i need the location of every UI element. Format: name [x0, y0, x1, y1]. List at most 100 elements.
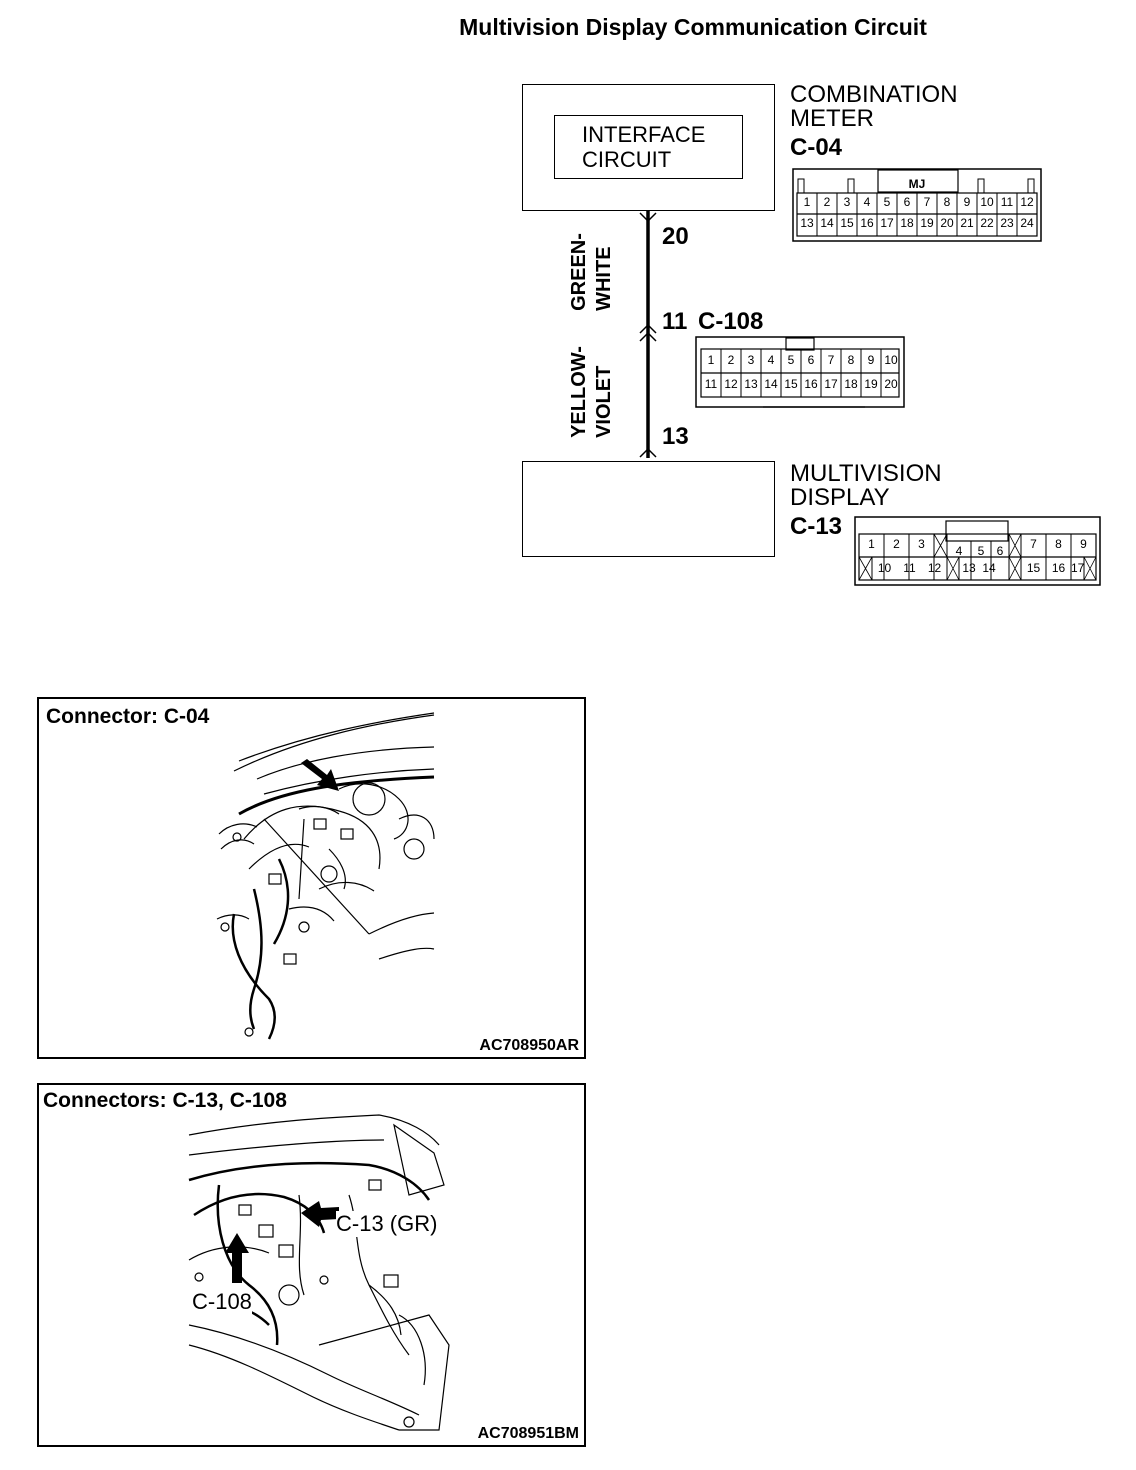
- pin-label: 9: [867, 353, 875, 367]
- wire1-color-line2: WHITE: [593, 246, 615, 311]
- pin-label: 10: [877, 561, 892, 575]
- junction-terminal-mark-lower: [639, 331, 657, 342]
- pin-label: 16: [860, 216, 874, 230]
- pin-label: 17: [880, 216, 894, 230]
- wire2-color-line1: YELLOW-: [568, 346, 590, 438]
- pin-label: 8: [847, 353, 855, 367]
- pin-label: 5: [977, 544, 985, 558]
- wire2-color-line2: VIOLET: [593, 365, 615, 438]
- combination-meter-name-1: COMBINATION: [790, 81, 958, 108]
- c13-connector-outline: [854, 516, 1101, 586]
- pin-label: 10: [980, 195, 994, 209]
- pin-label: 12: [724, 377, 738, 391]
- instrument-panel-illustration: [216, 712, 435, 1040]
- pin-label: 13: [744, 377, 758, 391]
- pin-label: 6: [807, 353, 815, 367]
- pin-label: 12: [927, 561, 942, 575]
- pin-label: 21: [960, 216, 974, 230]
- pin-13-label: 13: [662, 423, 689, 450]
- pin-label: 8: [943, 195, 951, 209]
- wire-color-yellow-violet: YELLOW- VIOLET: [556, 346, 656, 440]
- pin-label: 14: [764, 377, 778, 391]
- pin-label: 17: [1071, 561, 1085, 575]
- multivision-display-box: [522, 461, 775, 557]
- panel2-title: Connectors: C-13, C-108: [43, 1089, 291, 1113]
- pin20-terminal-mark: [639, 212, 657, 223]
- pin-label: 20: [940, 216, 954, 230]
- pin-label: 5: [883, 195, 891, 209]
- pin-label: 12: [1020, 195, 1034, 209]
- pin-label: 15: [1026, 561, 1041, 575]
- pin-label: 10: [884, 353, 898, 367]
- panel1-code: AC708950AR: [479, 1037, 579, 1054]
- pin-label: 9: [963, 195, 971, 209]
- pin-label: 2: [727, 353, 735, 367]
- pin-label: 18: [900, 216, 914, 230]
- pin-11-label: 11: [662, 308, 688, 335]
- pin-label: 15: [784, 377, 798, 391]
- c04-connector-tag: MJ: [908, 177, 926, 191]
- pin-label: 7: [923, 195, 931, 209]
- pin-label: 24: [1020, 216, 1034, 230]
- pin-label: 4: [863, 195, 871, 209]
- pin-label: 15: [840, 216, 854, 230]
- pin-label: 1: [803, 195, 811, 209]
- multivision-display-name-1: MULTIVISION: [790, 460, 942, 487]
- center-console-illustration: [188, 1114, 450, 1431]
- pin-label: 22: [980, 216, 994, 230]
- callout-c108: C-108: [192, 1289, 252, 1315]
- connectors-c13-c108-location-panel: Connectors: C-13, C-108 C-13 (GR) C-108 …: [37, 1083, 586, 1447]
- pin-label: 18: [844, 377, 858, 391]
- pin-label: 13: [800, 216, 814, 230]
- c04-connector-outline: [792, 168, 1042, 242]
- panel2-code: AC708951BM: [477, 1425, 579, 1442]
- pin-label: 4: [767, 353, 775, 367]
- pin-label: 17: [824, 377, 838, 391]
- pin-label: 23: [1000, 216, 1014, 230]
- pin-label: 2: [893, 537, 900, 551]
- wire1-color-line1: GREEN-: [568, 233, 590, 311]
- c13-blank-cavity-marks: [858, 533, 1097, 581]
- pin-label: 2: [823, 195, 831, 209]
- pin-label: 14: [982, 561, 996, 575]
- pin-label: 14: [820, 216, 834, 230]
- multivision-display-connector-id: C-13: [790, 513, 843, 540]
- c108-location-arrow: [225, 1233, 249, 1283]
- pin-label: 13: [962, 561, 976, 575]
- interface-circuit-label-2: CIRCUIT: [582, 147, 672, 172]
- pin-label: 19: [920, 216, 934, 230]
- pin-label: 7: [827, 353, 835, 367]
- pin-label: 7: [1030, 537, 1037, 551]
- c04-location-arrow: [301, 759, 339, 791]
- pin-20-label: 20: [662, 223, 689, 250]
- pin-label: 1: [868, 537, 875, 551]
- combination-meter-connector-id: C-04: [790, 134, 843, 161]
- pin-label: 20: [884, 377, 898, 391]
- pin-label: 19: [864, 377, 878, 391]
- connector-c04-location-panel: Connector: C-04: [37, 697, 586, 1059]
- pin-label: 6: [996, 544, 1004, 558]
- pin-label: 1: [707, 353, 715, 367]
- pin-label: 5: [787, 353, 795, 367]
- pin-label: 9: [1080, 537, 1087, 551]
- page-title: Multivision Display Communication Circui…: [459, 14, 927, 40]
- interface-circuit-label-1: INTERFACE: [582, 122, 706, 147]
- pin13-terminal-mark: [639, 447, 657, 458]
- pin-label: 16: [804, 377, 818, 391]
- pin-label: 11: [903, 561, 916, 575]
- c13-location-arrow: [301, 1201, 339, 1227]
- panel1-title: Connector: C-04: [46, 705, 210, 728]
- pin-label: 8: [1055, 537, 1062, 551]
- combination-meter-name-2: METER: [790, 105, 874, 132]
- c108-connector-id: C-108: [698, 308, 764, 335]
- pin-label: 11: [1000, 195, 1014, 209]
- pin-label: 16: [1051, 561, 1066, 575]
- pin-label: 3: [747, 353, 755, 367]
- callout-c13: C-13 (GR): [336, 1211, 438, 1237]
- junction-terminal-mark-upper: [639, 323, 657, 334]
- pin-label: 4: [955, 544, 963, 558]
- wire-harness: [639, 210, 657, 458]
